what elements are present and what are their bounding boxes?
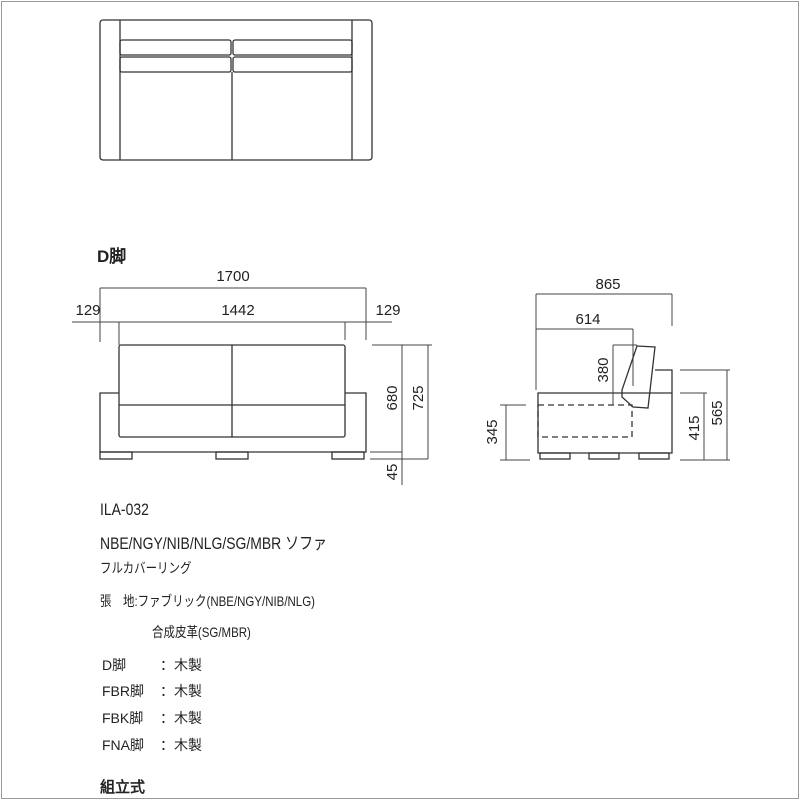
front-view: 1700 129 1442 129 680 725 45 [72, 268, 432, 485]
leg-material: 木製 [174, 683, 202, 699]
dim-body-height: 680 [384, 385, 401, 410]
upholstery-row: 張 地:ファブリック(NBE/NGY/NIB/NLG) [100, 591, 315, 611]
leg-sep: ： [160, 683, 174, 699]
feature-text: フルカバーリング [100, 560, 192, 576]
leg-sep: ： [160, 710, 174, 726]
assembly-note: 組立式 [100, 779, 146, 796]
leg-name: FNA脚 [102, 737, 144, 753]
dim-leg-height: 45 [384, 464, 401, 481]
leg-sep: ： [160, 657, 174, 673]
dim-arm-right: 129 [375, 302, 400, 319]
leg-name: FBK脚 [102, 710, 144, 726]
leg-material: 木製 [174, 657, 202, 673]
dim-total-height: 725 [410, 385, 427, 410]
leg-row: FBK脚 ：木製 [102, 708, 202, 728]
dim-inner-width: 1442 [221, 302, 254, 319]
dim-arm-left: 129 [75, 302, 100, 319]
side-view: 865 614 380 345 415 565 [484, 276, 730, 461]
leg-name: FBR脚 [102, 683, 144, 699]
section-heading: D脚 [97, 247, 127, 266]
dim-seat-height: 345 [484, 419, 501, 444]
leg-name: D脚 [102, 657, 127, 673]
dim-back-height: 380 [595, 357, 612, 382]
upholstery-label: 張 地: [100, 593, 138, 609]
dim-total-depth: 865 [595, 276, 620, 293]
upholstery-fabric: ファブリック(NBE/NGY/NIB/NLG) [137, 593, 315, 609]
dim-arm-height: 415 [686, 415, 703, 440]
leg-sep: ： [160, 737, 174, 753]
product-name: NBE/NGY/NIB/NLG/SG/MBR ソファ [100, 534, 327, 553]
leg-material: 木製 [174, 737, 202, 753]
dim-seat-depth: 614 [575, 311, 600, 328]
dim-total-width: 1700 [216, 268, 249, 285]
top-view [99, 19, 373, 161]
leg-material: 木製 [174, 710, 202, 726]
leg-row: D脚 ：木製 [102, 655, 202, 675]
leg-row: FNA脚 ：木製 [102, 735, 202, 755]
model-number: ILA-032 [100, 500, 149, 519]
leg-row: FBR脚 ：木製 [102, 681, 202, 701]
upholstery-leather: 合成皮革(SG/MBR) [152, 624, 251, 640]
dim-back-total-height: 565 [709, 400, 726, 425]
